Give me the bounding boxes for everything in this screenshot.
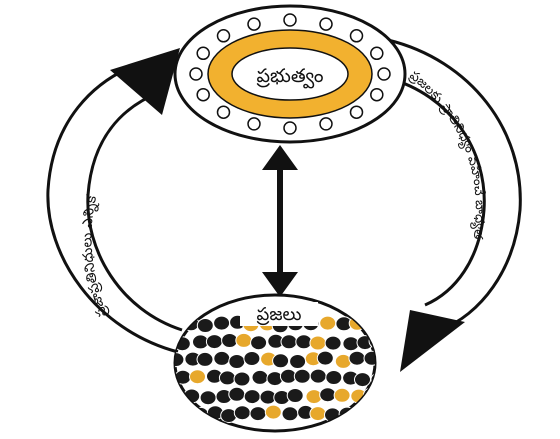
crowd-person-icon (243, 389, 261, 405)
crowd-person-icon (342, 336, 360, 352)
crowd-person-icon (363, 387, 375, 403)
crowd-person-icon (319, 387, 337, 403)
crowd-person-icon (272, 353, 290, 369)
council-member-icon (196, 46, 210, 61)
crowd-person-icon (233, 371, 251, 387)
crowd-person-icon (354, 405, 372, 421)
crowd-person-icon (325, 370, 343, 385)
crowd-person-icon (175, 407, 192, 423)
crowd-person-icon (289, 354, 307, 369)
people-label: ప్రజలు (256, 304, 301, 326)
right-cycle-band-inner (387, 76, 486, 307)
right-arrowhead (400, 310, 465, 372)
council-member-icon (377, 67, 391, 81)
council-member-icon (216, 29, 231, 43)
crowd-person-icon (364, 315, 375, 331)
crowd-person-icon (228, 386, 246, 402)
right-arc-label: ప్రజలకు ప్రాతినిధ్యం వహించే బాధ్యత (406, 68, 487, 241)
crowd-person-icon (333, 387, 351, 403)
council-member-icon (247, 17, 261, 31)
council-member-icon (370, 46, 384, 61)
crowd-person-icon (280, 334, 298, 350)
crowd-person-icon (295, 334, 313, 350)
left-cycle-band-outer (46, 58, 179, 354)
crowd-person-icon (319, 315, 337, 331)
crowd-person-icon (309, 368, 327, 384)
crowd-person-icon (213, 350, 231, 366)
council-member-icon (370, 87, 384, 102)
crowd-person-icon (233, 405, 251, 421)
council-member-icon (319, 117, 333, 131)
crowd-person-icon (309, 406, 327, 422)
crowd-person-icon (370, 372, 375, 388)
council-member-icon (189, 67, 203, 81)
crowd-person-icon (221, 333, 239, 348)
crowd-person-icon (309, 335, 327, 351)
left-arc-label: ప్రజాప్రతినిధులు ఎన్నిక (79, 193, 110, 319)
crowd-person-icon (175, 369, 192, 385)
crowd-person-icon (368, 333, 375, 349)
council-members (189, 13, 391, 135)
council-member-icon (319, 17, 333, 31)
crowd-person-icon (189, 369, 206, 385)
center-double-arrow (262, 145, 298, 297)
crowd-person-icon (228, 354, 246, 369)
council-member-icon (283, 13, 297, 27)
crowd-person-icon (293, 368, 311, 384)
crowd-person-icon (251, 369, 269, 385)
council-member-icon (349, 105, 364, 119)
people-node: ప్రజలు (173, 293, 377, 433)
crowd-illustration (175, 314, 375, 424)
crowd-person-icon (196, 318, 214, 333)
crowd-person-icon (199, 390, 217, 406)
crowd-person-icon (243, 351, 261, 366)
crowd-person-icon (175, 352, 185, 368)
council-member-icon (349, 29, 364, 43)
crowd-person-icon (264, 404, 282, 420)
crowd-person-icon (324, 335, 342, 351)
crowd-person-icon (250, 335, 268, 351)
government-label: ప్రభుత్వం (256, 65, 323, 89)
crowd-person-icon (370, 405, 375, 421)
crowd-person-icon (205, 334, 223, 350)
crowd-person-icon (348, 350, 366, 366)
crowd-person-icon (286, 388, 304, 403)
council-member-icon (196, 87, 210, 102)
council-member-icon (283, 121, 297, 135)
crowd-person-icon (175, 390, 186, 406)
crowd-person-icon (249, 406, 267, 422)
council-member-icon (216, 105, 231, 119)
government-node: ప్రభుత్వం (173, 4, 407, 144)
crowd-person-icon (213, 315, 231, 331)
crowd-person-icon (235, 332, 253, 348)
left-cycle-band-inner (86, 90, 183, 332)
left-arrowhead (110, 48, 180, 115)
crowd-person-icon (281, 406, 299, 422)
crowd-person-icon (196, 351, 214, 367)
crowd-person-icon (316, 350, 334, 366)
crowd-person-icon (218, 370, 236, 386)
crowd-person-icon (354, 372, 371, 388)
crowd-person-icon (363, 350, 375, 366)
council-member-icon (247, 117, 261, 131)
right-cycle-band-outer (387, 38, 522, 332)
